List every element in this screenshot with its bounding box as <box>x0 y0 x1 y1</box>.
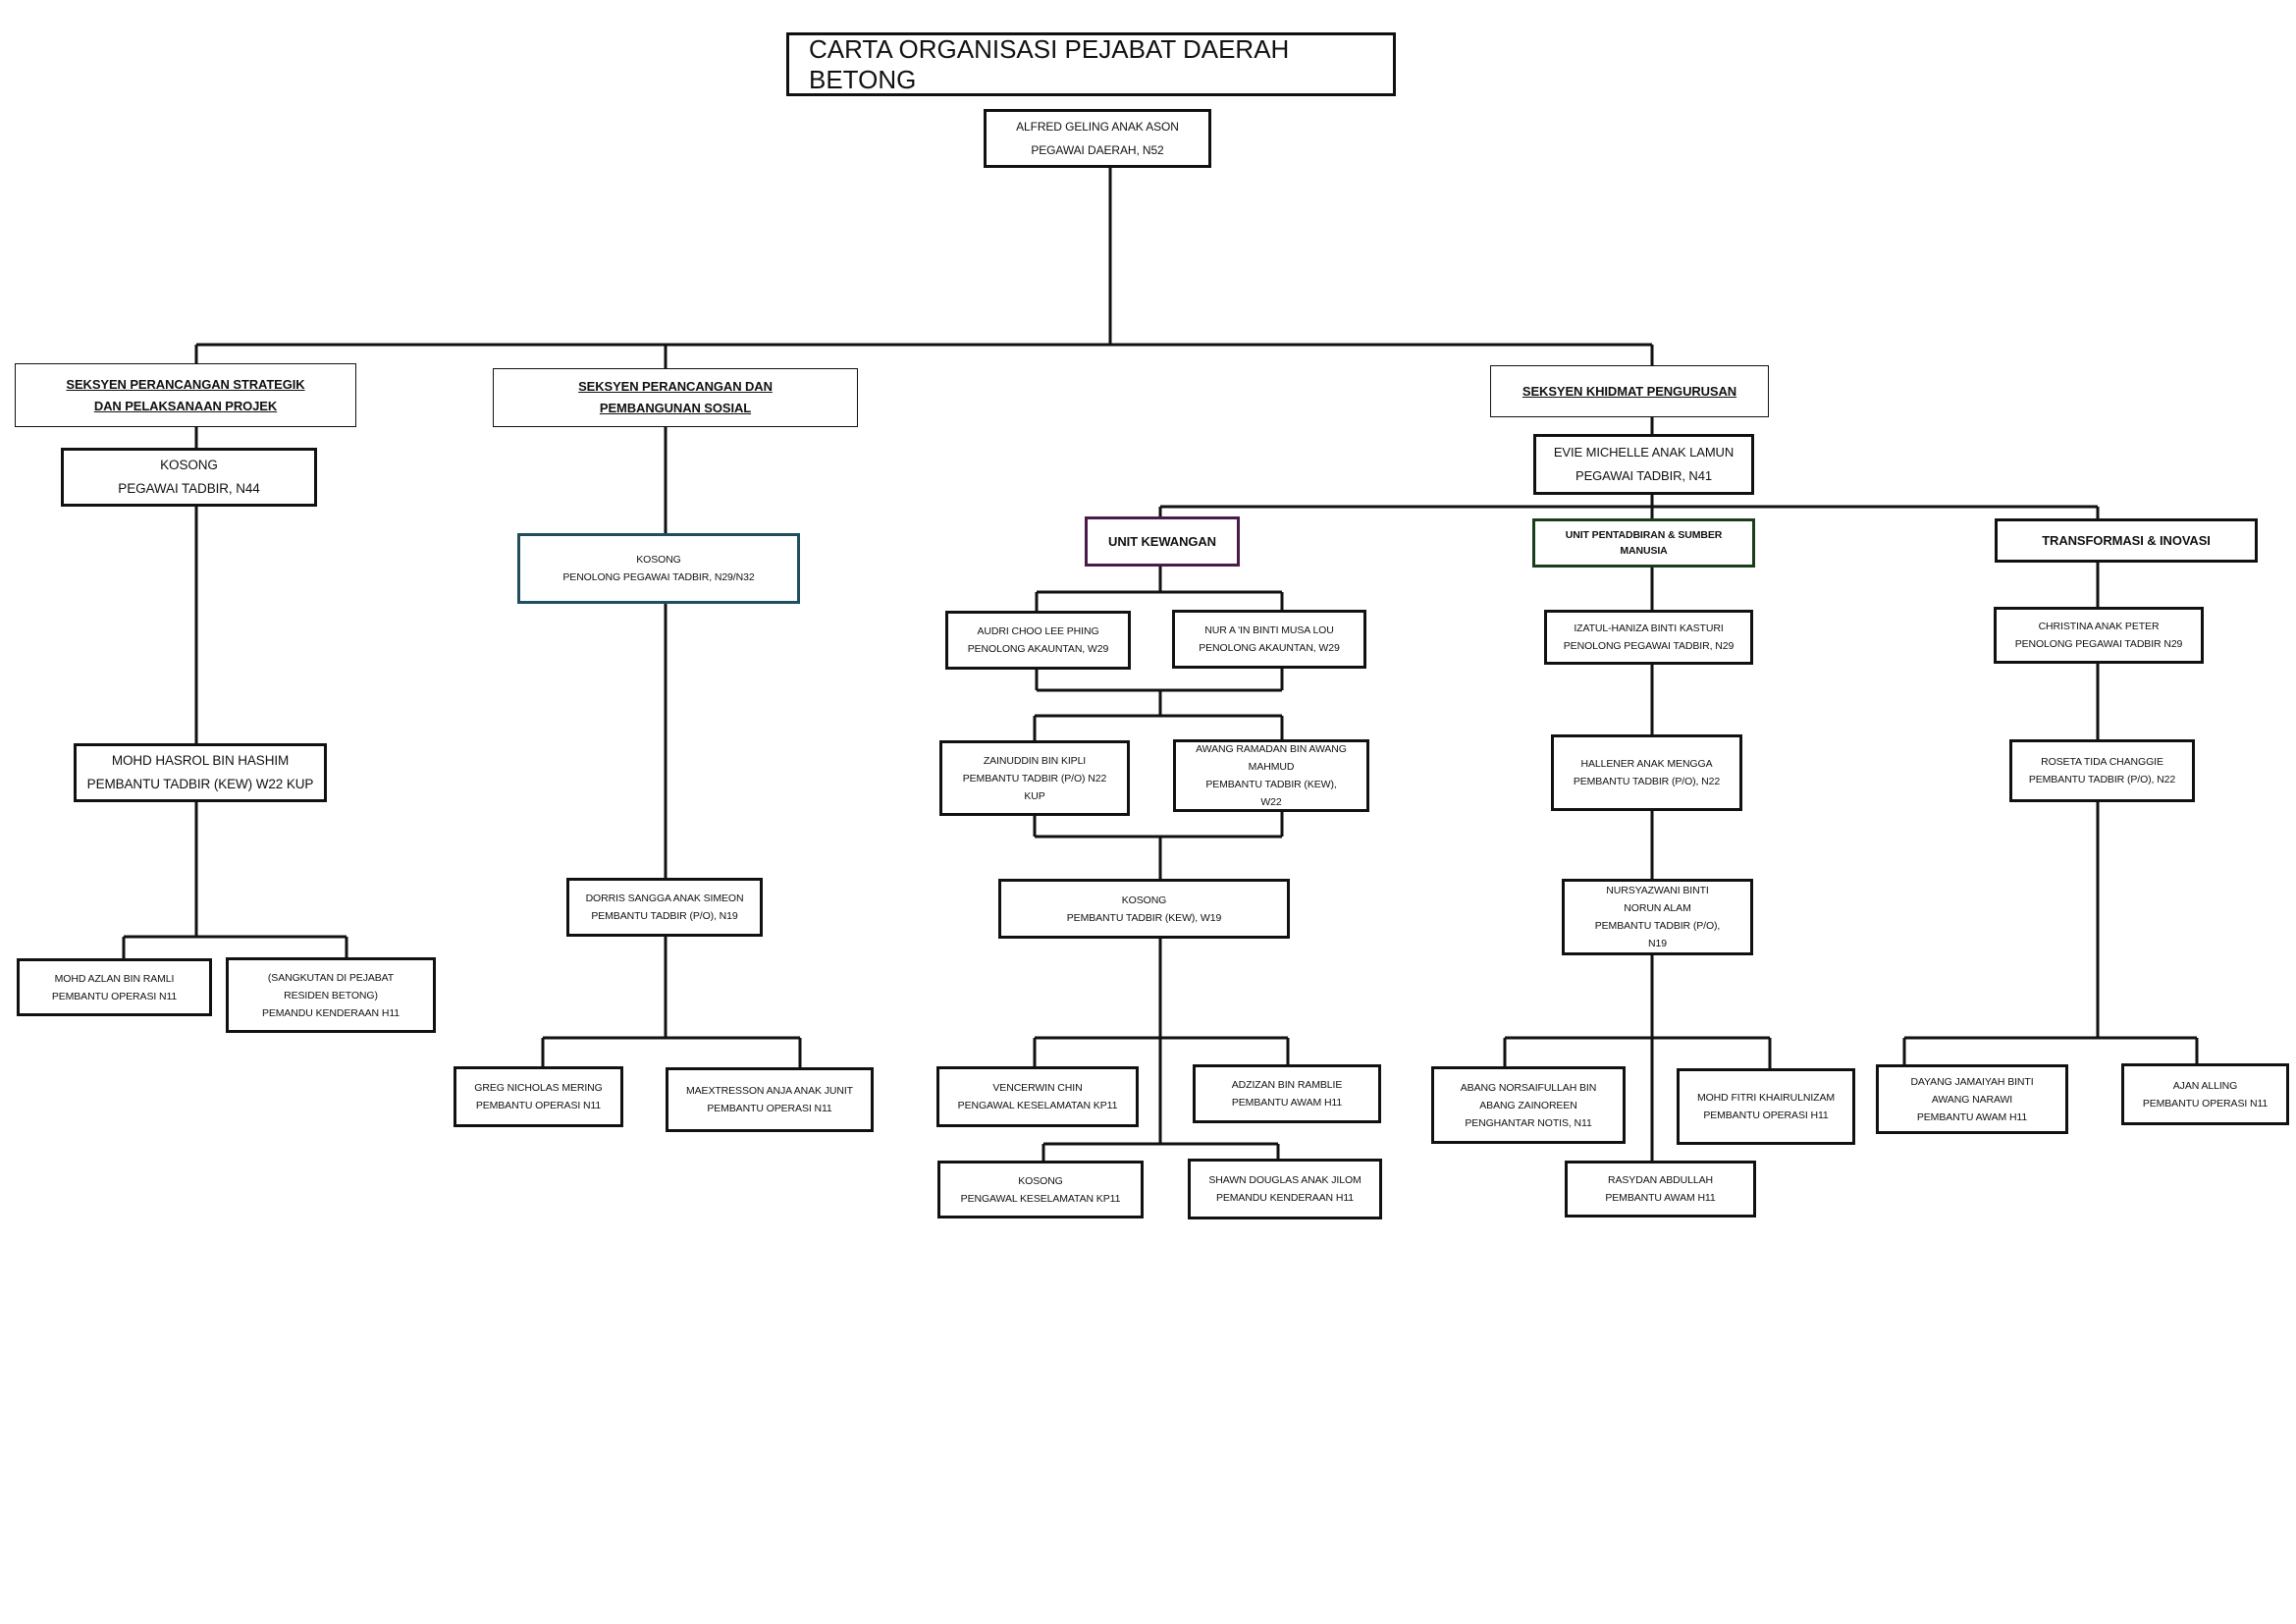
person-name: AWANG RAMADAN BIN AWANG MAHMUD <box>1196 743 1347 773</box>
person-title: PEMBANTU OPERASI N11 <box>2142 1097 2269 1110</box>
person-title: PENOLONG AKAUNTAN, W29 <box>1199 642 1340 654</box>
person-name: KOSONG <box>636 554 681 566</box>
person-name: VENCERWIN CHIN <box>992 1082 1083 1094</box>
person-name: KOSONG <box>160 458 218 472</box>
person-title: PEMBANTU TADBIR (KEW), W19 <box>1066 911 1222 924</box>
person-name: KOSONG <box>1121 893 1167 906</box>
person-name: IZATUL-HANIZA BINTI KASTURI <box>1574 623 1724 634</box>
person-box: GREG NICHOLAS MERING PEMBANTU OPERASI N11 <box>454 1066 623 1127</box>
person-name: ALFRED GELING ANAK ASON <box>1016 120 1179 134</box>
person-name: (SANGKUTAN DI PEJABAT RESIDEN BETONG) <box>267 971 395 1001</box>
person-box: EVIE MICHELLE ANAK LAMUN PEGAWAI TADBIR, … <box>1533 434 1754 495</box>
person-box: MOHD AZLAN BIN RAMLI PEMBANTU OPERASI N11 <box>17 958 212 1016</box>
person-box: DORRIS SANGGA ANAK SIMEON PEMBANTU TADBIR… <box>566 878 763 937</box>
person-title: PEMBANTU OPERASI N11 <box>707 1103 832 1114</box>
person-title: PENOLONG PEGAWAI TADBIR N29 <box>2014 638 2183 650</box>
person-box: ZAINUDDIN BIN KIPLI PEMBANTU TADBIR (P/O)… <box>939 740 1130 816</box>
person-title: PEGAWAI TADBIR, N44 <box>118 481 260 496</box>
person-box: MOHD HASROL BIN HASHIM PEMBANTU TADBIR (K… <box>74 743 327 802</box>
person-name: SHAWN DOUGLAS ANAK JILOM <box>1208 1174 1362 1186</box>
person-box: (SANGKUTAN DI PEJABAT RESIDEN BETONG) PEM… <box>226 957 436 1033</box>
root-box: ALFRED GELING ANAK ASON PEGAWAI DAERAH, … <box>984 109 1211 168</box>
person-name: ROSETA TIDA CHANGGIE <box>2041 756 2163 768</box>
person-title: PENOLONG AKAUNTAN, W29 <box>967 643 1109 655</box>
person-box: ROSETA TIDA CHANGGIE PEMBANTU TADBIR (P/O… <box>2009 739 2195 802</box>
person-title: PEMANDU KENDERAAN H11 <box>261 1006 400 1019</box>
person-name: RASYDAN ABDULLAH <box>1608 1174 1713 1186</box>
person-name: MOHD AZLAN BIN RAMLI <box>54 972 175 985</box>
person-box: AJAN ALLING PEMBANTU OPERASI N11 <box>2121 1063 2289 1125</box>
person-title: PEMBANTU TADBIR (P/O), N22 <box>1573 776 1721 787</box>
person-name: DAYANG JAMAIYAH BINTI AWANG NARAWI <box>1910 1075 2034 1106</box>
person-title: PEMBANTU TADBIR (P/O) N22 KUP <box>962 772 1107 802</box>
person-name: EVIE MICHELLE ANAK LAMUN <box>1553 445 1735 460</box>
person-box: SHAWN DOUGLAS ANAK JILOM PEMANDU KENDERAA… <box>1188 1159 1382 1219</box>
person-box: NUR A 'IN BINTI MUSA LOU PENOLONG AKAUNTA… <box>1172 610 1366 669</box>
person-title: PEMBANTU OPERASI N11 <box>475 1100 602 1111</box>
person-title: PENOLONG PEGAWAI TADBIR, N29 <box>1563 640 1735 652</box>
person-box: AWANG RAMADAN BIN AWANG MAHMUD PEMBANTU T… <box>1173 739 1369 812</box>
person-title: PENGHANTAR NOTIS, N11 <box>1465 1116 1592 1129</box>
person-name: MOHD FITRI KHAIRULNIZAM <box>1696 1092 1836 1104</box>
section-sosial: SEKSYEN PERANCANGAN DAN PEMBANGUNAN SOSI… <box>493 368 858 427</box>
person-name: NURSYAZWANI BINTI NORUN ALAM <box>1606 885 1709 914</box>
person-title: PEMBANTU AWAM H11 <box>1231 1097 1343 1109</box>
person-name: NUR A 'IN BINTI MUSA LOU <box>1204 624 1334 636</box>
person-title: PENGAWAL KESELAMATAN KP11 <box>957 1100 1118 1111</box>
person-name: ADZIZAN BIN RAMBLIE <box>1231 1079 1343 1091</box>
person-box: KOSONG PENGAWAL KESELAMATAN KP11 <box>937 1161 1144 1218</box>
person-box: IZATUL-HANIZA BINTI KASTURI PENOLONG PEGA… <box>1544 610 1753 665</box>
person-box: CHRISTINA ANAK PETER PENOLONG PEGAWAI TAD… <box>1994 607 2204 664</box>
section-strategik: SEKSYEN PERANCANGAN STRATEGIK DAN PELAKS… <box>15 363 356 427</box>
person-box: HALLENER ANAK MENGGA PEMBANTU TADBIR (P/O… <box>1551 734 1742 811</box>
person-name: CHRISTINA ANAK PETER <box>2038 621 2160 632</box>
person-box: MOHD FITRI KHAIRULNIZAM PEMBANTU OPERASI … <box>1677 1068 1855 1145</box>
chart-title: CARTA ORGANISASI PEJABAT DAERAH BETONG <box>786 32 1396 96</box>
person-title: PEMBANTU AWAM H11 <box>1916 1110 2028 1123</box>
person-box: NURSYAZWANI BINTI NORUN ALAM PEMBANTU TAD… <box>1562 879 1753 955</box>
person-box: KOSONG PEMBANTU TADBIR (KEW), W19 <box>998 879 1290 939</box>
person-name: GREG NICHOLAS MERING <box>474 1082 603 1094</box>
section-khidmat: SEKSYEN KHIDMAT PENGURUSAN <box>1490 365 1769 417</box>
person-title: PEMBANTU TADBIR (KEW), W22 <box>1205 779 1337 808</box>
person-name: AUDRI CHOO LEE PHING <box>977 625 1099 637</box>
person-title: PEGAWAI DAERAH, N52 <box>1031 143 1164 157</box>
person-title: PEMANDU KENDERAAN H11 <box>1215 1192 1355 1204</box>
person-box: VENCERWIN CHIN PENGAWAL KESELAMATAN KP11 <box>936 1066 1139 1127</box>
person-title: PENGAWAL KESELAMATAN KP11 <box>960 1192 1121 1205</box>
person-box: AUDRI CHOO LEE PHING PENOLONG AKAUNTAN, W… <box>945 611 1131 670</box>
person-name: HALLENER ANAK MENGGA <box>1580 758 1713 770</box>
unit-transformasi: TRANSFORMASI & INOVASI <box>1995 518 2258 563</box>
person-title: PEMBANTU TADBIR (P/O), N19 <box>591 910 738 922</box>
person-title: PEMBANTU AWAM H11 <box>1605 1192 1716 1204</box>
person-box: KOSONG PENOLONG PEGAWAI TADBIR, N29/N32 <box>517 533 800 604</box>
person-title: PEMBANTU TADBIR (P/O), N22 <box>2028 774 2176 785</box>
person-title: PEGAWAI TADBIR, N41 <box>1575 468 1712 483</box>
person-box: KOSONG PEGAWAI TADBIR, N44 <box>61 448 317 507</box>
person-box: RASYDAN ABDULLAH PEMBANTU AWAM H11 <box>1565 1161 1756 1218</box>
person-name: AJAN ALLING <box>2172 1079 2238 1092</box>
person-title: PENOLONG PEGAWAI TADBIR, N29/N32 <box>562 571 755 583</box>
person-title: PEMBANTU OPERASI N11 <box>51 990 178 1002</box>
person-box: MAEXTRESSON ANJA ANAK JUNIT PEMBANTU OPER… <box>666 1067 874 1132</box>
person-title: PEMBANTU TADBIR (KEW) W22 KUP <box>86 777 314 791</box>
unit-kewangan: UNIT KEWANGAN <box>1085 516 1240 567</box>
person-name: ZAINUDDIN BIN KIPLI <box>983 754 1087 767</box>
unit-pentadbiran: UNIT PENTADBIRAN & SUMBER MANUSIA <box>1532 518 1755 568</box>
person-name: DORRIS SANGGA ANAK SIMEON <box>585 893 744 904</box>
person-title: PEMBANTU TADBIR (P/O), N19 <box>1594 920 1721 949</box>
person-name: MAEXTRESSON ANJA ANAK JUNIT <box>685 1085 853 1097</box>
person-box: ADZIZAN BIN RAMBLIE PEMBANTU AWAM H11 <box>1193 1064 1381 1123</box>
person-title: PEMBANTU OPERASI H11 <box>1703 1110 1829 1121</box>
person-name: KOSONG <box>1018 1174 1063 1187</box>
person-box: ABANG NORSAIFULLAH BIN ABANG ZAINOREEN PE… <box>1431 1066 1626 1144</box>
person-box: DAYANG JAMAIYAH BINTI AWANG NARAWI PEMBAN… <box>1876 1064 2068 1134</box>
person-name: ABANG NORSAIFULLAH BIN ABANG ZAINOREEN <box>1460 1081 1597 1111</box>
person-name: MOHD HASROL BIN HASHIM <box>111 753 290 768</box>
